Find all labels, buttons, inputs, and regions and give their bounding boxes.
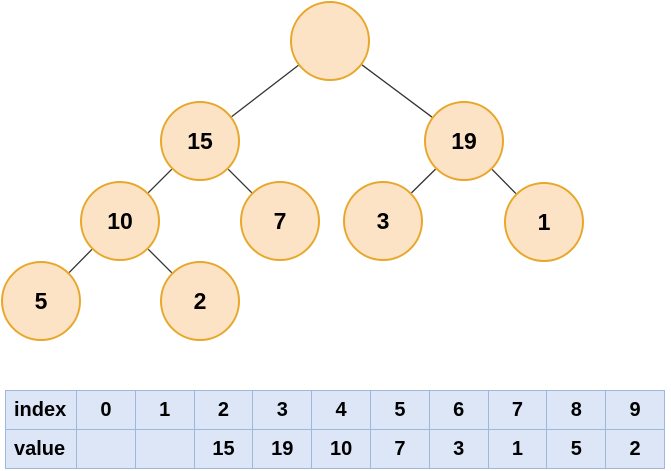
cell-index-1: 1 [134, 390, 195, 430]
cell-value-4: 10 [311, 429, 371, 469]
cell-value-0 [76, 429, 136, 469]
row-label-value: value [5, 429, 77, 469]
tree-edge-n10-n5 [68, 249, 93, 273]
tree-node-n1: 1 [504, 182, 584, 262]
cell-value-1 [134, 429, 195, 469]
tree-node-n7: 7 [240, 181, 320, 261]
tree-node-n15: 15 [160, 101, 240, 181]
tree-node-label: 15 [187, 127, 213, 154]
cell-value-9: 2 [605, 429, 665, 469]
tree-node-n3: 3 [343, 181, 423, 261]
cell-index-6: 6 [428, 390, 489, 430]
tree-edge-n10-n2 [147, 248, 173, 274]
cell-value-8: 5 [546, 429, 607, 469]
tree-edge-root-n19 [361, 64, 433, 118]
row-label-index: index [5, 390, 77, 430]
cell-value-2: 15 [193, 429, 254, 469]
tree-node-label: 3 [376, 207, 390, 234]
tree-edge-n19-n3 [411, 168, 436, 194]
cell-value-5: 7 [369, 429, 430, 469]
cell-index-2: 2 [193, 390, 254, 430]
tree-node-label: 2 [193, 287, 207, 314]
cell-index-0: 0 [76, 390, 136, 430]
tree-node-label: 19 [451, 127, 477, 154]
tree-node-label: 5 [34, 287, 48, 314]
tree-node-n5: 5 [1, 261, 81, 341]
cell-index-5: 5 [369, 390, 430, 430]
cell-index-3: 3 [252, 390, 313, 430]
tree-node-n10: 10 [80, 181, 160, 261]
cell-index-8: 8 [546, 390, 607, 430]
tree-edge-n19-n1 [491, 169, 517, 194]
tree-node-n2: 2 [160, 261, 240, 341]
tree-node-root [290, 1, 370, 81]
tree-node-n19: 19 [424, 101, 504, 181]
tree-edge-layer [68, 64, 517, 274]
cell-index-4: 4 [311, 390, 371, 430]
tree-edge-root-n15 [231, 64, 299, 118]
cell-value-7: 1 [487, 429, 548, 469]
cell-index-7: 7 [487, 390, 548, 430]
tree-edge-n15-n7 [227, 168, 253, 194]
cell-value-6: 3 [428, 429, 489, 469]
tree-edge-n15-n10 [147, 168, 173, 194]
cell-index-9: 9 [605, 390, 665, 430]
tree-node-label: 10 [107, 207, 133, 234]
cell-value-3: 19 [252, 429, 313, 469]
tree-node-label: 7 [273, 207, 287, 234]
tree-node-label: 1 [537, 208, 551, 235]
